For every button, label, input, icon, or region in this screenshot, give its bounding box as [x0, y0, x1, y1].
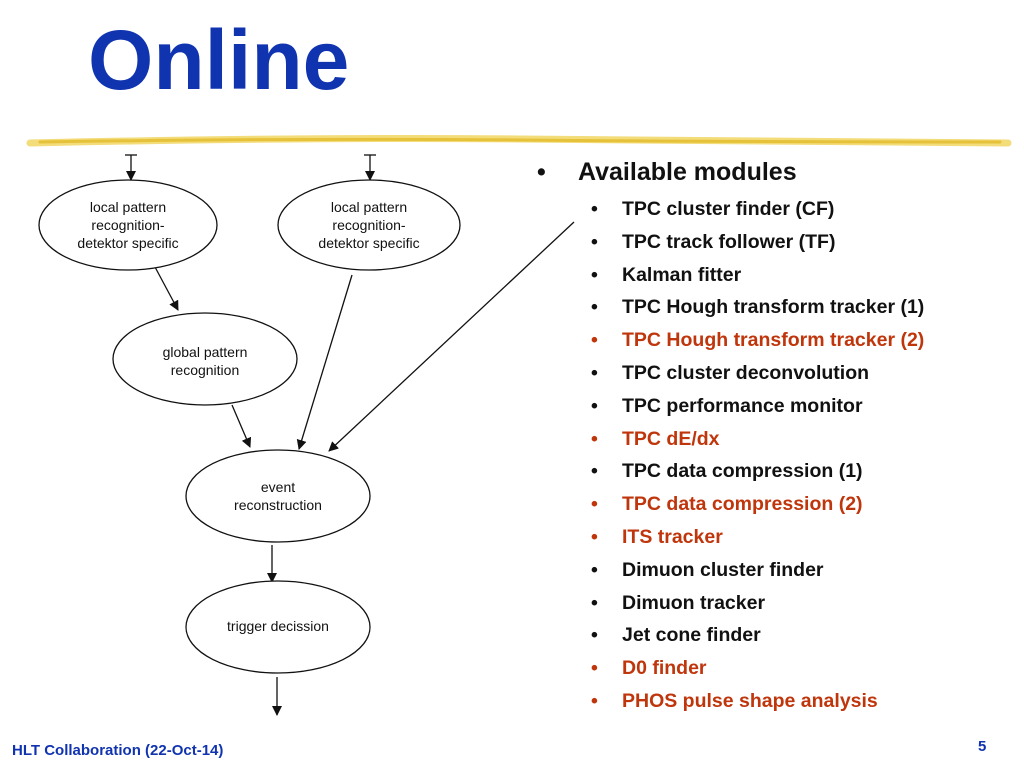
- edge-global-event: [231, 404, 252, 448]
- edge-modules-event: [328, 221, 575, 452]
- module-item-label: TPC cluster finder (CF): [622, 198, 835, 220]
- module-item-label: TPC Hough transform tracker (1): [622, 296, 925, 319]
- module-item-label: TPC cluster deconvolution: [622, 362, 870, 384]
- module-item-label: TPC data compression (1): [622, 460, 863, 483]
- module-item-label: PHOS pulse shape analysis: [622, 690, 878, 712]
- bullet-icon: •: [591, 329, 598, 352]
- node-label-local-pattern-1: local pattern recognition- detektor spec…: [77, 199, 179, 251]
- bullet-icon: •: [591, 591, 598, 614]
- module-item-label: ITS tracker: [622, 526, 723, 548]
- title-underline: [26, 135, 1012, 147]
- module-item-label: Dimuon tracker: [622, 591, 766, 614]
- bullet-icon: •: [591, 394, 598, 417]
- edge-local2-event: [296, 274, 353, 450]
- edge-local1-global: [154, 266, 179, 311]
- module-item-label: Dimuon cluster finder: [622, 558, 824, 581]
- node-label-global-pattern: global pattern recognition: [162, 344, 248, 378]
- module-item-label: TPC track follower (TF): [622, 230, 836, 253]
- bullet-icon: •: [591, 624, 598, 647]
- bullet-icon: •: [591, 362, 598, 384]
- bullet-icon: •: [591, 493, 598, 516]
- module-item-label: TPC data compression (2): [622, 493, 863, 516]
- bullet-icon: •: [591, 690, 598, 712]
- bullet-icon: •: [591, 427, 598, 450]
- page-number: 5: [978, 738, 987, 755]
- bullet-icon: •: [591, 558, 598, 581]
- node-global-pattern: [112, 312, 298, 406]
- bullet-icon: •: [591, 526, 598, 548]
- modules-heading-text: Available modules: [578, 158, 797, 186]
- module-item-label: D0 finder: [622, 657, 707, 680]
- bullet-icon: •: [537, 158, 546, 186]
- node-event-reconstruction: [185, 449, 371, 543]
- module-item-label: Jet cone finder: [622, 624, 761, 647]
- node-label-trigger-decission: trigger decission: [227, 618, 329, 634]
- bullet-icon: •: [591, 657, 598, 680]
- node-label-event-reconstruction: event reconstruction: [234, 479, 322, 513]
- module-item-label: TPC Hough transform tracker (2): [622, 329, 925, 352]
- module-item-label: TPC dE/dx: [622, 427, 720, 450]
- bullet-icon: •: [591, 230, 598, 253]
- node-label-local-pattern-2: local pattern recognition- detektor spec…: [318, 199, 420, 251]
- bullet-icon: •: [591, 296, 598, 319]
- node-trigger-decission: [185, 580, 371, 674]
- module-item-label: TPC performance monitor: [622, 394, 863, 417]
- node-local-pattern-1: [38, 179, 218, 271]
- bullet-icon: •: [591, 460, 598, 483]
- bullet-icon: •: [591, 263, 598, 286]
- module-item-label: Kalman fitter: [622, 263, 742, 286]
- footer-text: HLT Collaboration (22-Oct-14): [12, 742, 224, 759]
- slide-title: Online: [88, 13, 350, 107]
- node-local-pattern-2: [277, 179, 461, 271]
- bullet-icon: •: [591, 198, 598, 220]
